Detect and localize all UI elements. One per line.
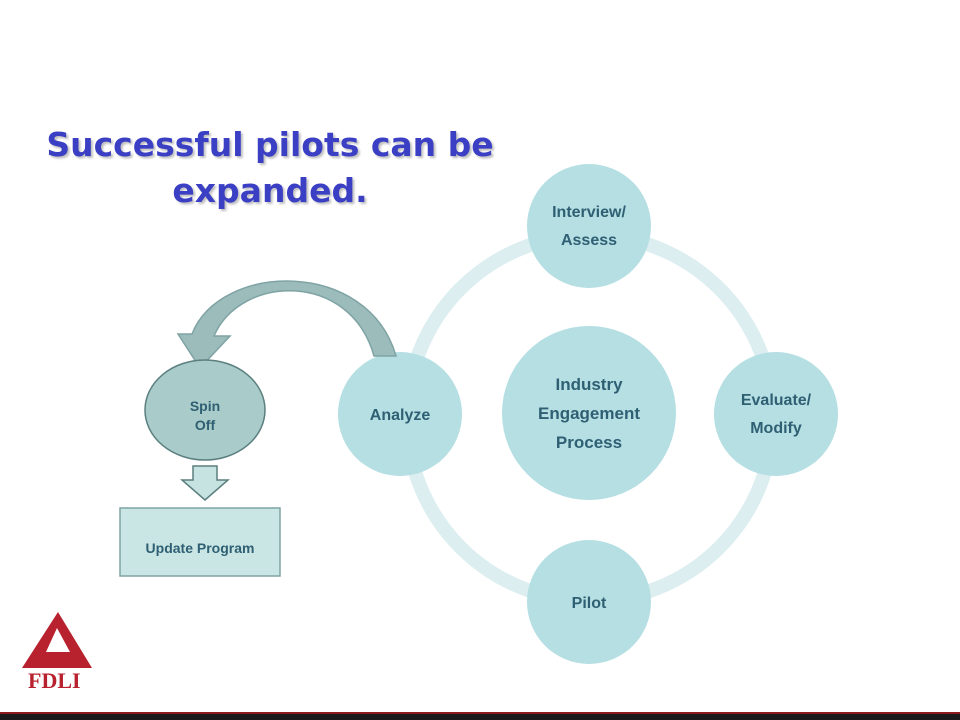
spin-off-label-2: Off <box>195 417 216 433</box>
interview-label-2: Assess <box>561 232 617 249</box>
fdli-logo: FDLI <box>22 612 92 693</box>
logo-triangle-icon <box>22 612 92 668</box>
evaluate-label-1: Evaluate/ <box>741 392 812 409</box>
logo-text: FDLI <box>28 668 81 693</box>
evaluate-label-2: Modify <box>750 420 802 437</box>
title-line-1: Successful pilots can be <box>46 125 494 164</box>
down-arrow-icon <box>179 465 231 501</box>
update-program-box: Update Program <box>119 507 281 577</box>
pilot-label: Pilot <box>572 595 607 612</box>
update-program-label: Update Program <box>146 540 255 556</box>
slide-title: Successful pilots can be expanded. <box>40 122 500 214</box>
curved-arrow-icon <box>176 280 397 370</box>
spin-off-label-1: Spin <box>190 398 220 414</box>
analyze-label: Analyze <box>370 407 431 424</box>
center-label-2: Engagement <box>538 404 640 423</box>
footer-accent <box>0 712 960 714</box>
title-line-2: expanded. <box>172 171 368 210</box>
center-label-1: Industry <box>555 375 623 394</box>
node-analyze: Analyze <box>338 352 462 476</box>
footer-bar <box>0 714 960 720</box>
interview-label-1: Interview/ <box>552 204 626 221</box>
node-interview-assess: Interview/ Assess <box>527 164 651 288</box>
node-spin-off: Spin Off <box>144 359 266 461</box>
center-node: Industry Engagement Process <box>502 326 676 500</box>
center-label-3: Process <box>556 433 622 452</box>
node-evaluate-modify: Evaluate/ Modify <box>714 352 838 476</box>
node-pilot: Pilot <box>527 540 651 664</box>
